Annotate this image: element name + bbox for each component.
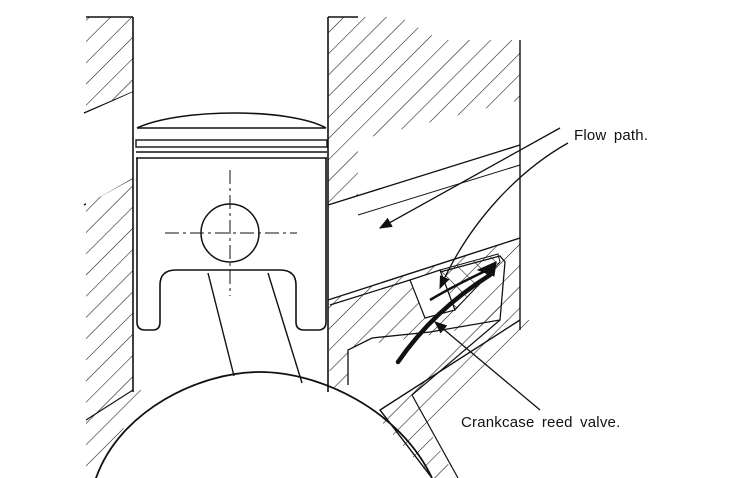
left-cylinder-wall: [84, 17, 133, 420]
reed-clamp: [478, 262, 496, 276]
piston: [135, 113, 328, 330]
conrod-right-edge: [268, 273, 302, 383]
crankcase-wall-outer: [380, 320, 520, 478]
conrod-left-edge: [208, 273, 234, 376]
bottom-left-crankcase: [86, 390, 145, 478]
bottom-left-hatch: [86, 390, 145, 478]
left-wall-lower-hatch: [86, 178, 133, 420]
reed-leader-line: [434, 321, 540, 410]
crankcase-reed-valve-label: Crankcase reed valve.: [461, 414, 621, 431]
left-transfer-port: [86, 92, 133, 205]
reed-valve-assembly: [328, 238, 520, 390]
reed-petal: [398, 275, 490, 362]
piston-ring-1: [135, 139, 328, 148]
intake-upper-wall: [328, 145, 520, 205]
piston-crown: [137, 113, 326, 128]
reed-valve-leader: [434, 321, 540, 410]
connecting-rod: [208, 273, 302, 383]
piston-skirt: [137, 158, 326, 330]
flow-path-label: Flow path.: [574, 127, 649, 144]
right-wall-upper-hatch: [328, 17, 358, 225]
bottom-left-boundary: [86, 390, 133, 420]
crank-web-arc: [96, 372, 432, 478]
intake-passage: [328, 145, 520, 300]
flow-arrow-curved: [440, 143, 568, 290]
right-cylinder-wall: [328, 17, 520, 392]
right-wall-top-hatch: [358, 17, 520, 140]
crankshaft-web: [96, 372, 432, 478]
flow-arrow-straight: [378, 128, 560, 229]
flow-path-arrows: [378, 128, 568, 290]
left-transfer-port-line: [84, 92, 133, 113]
intake-inner-line: [358, 165, 520, 215]
crankcase-right-wall: [380, 305, 530, 478]
crankcase-wall-inner: [412, 320, 500, 478]
crankcase-wall-hatch: [380, 305, 530, 478]
